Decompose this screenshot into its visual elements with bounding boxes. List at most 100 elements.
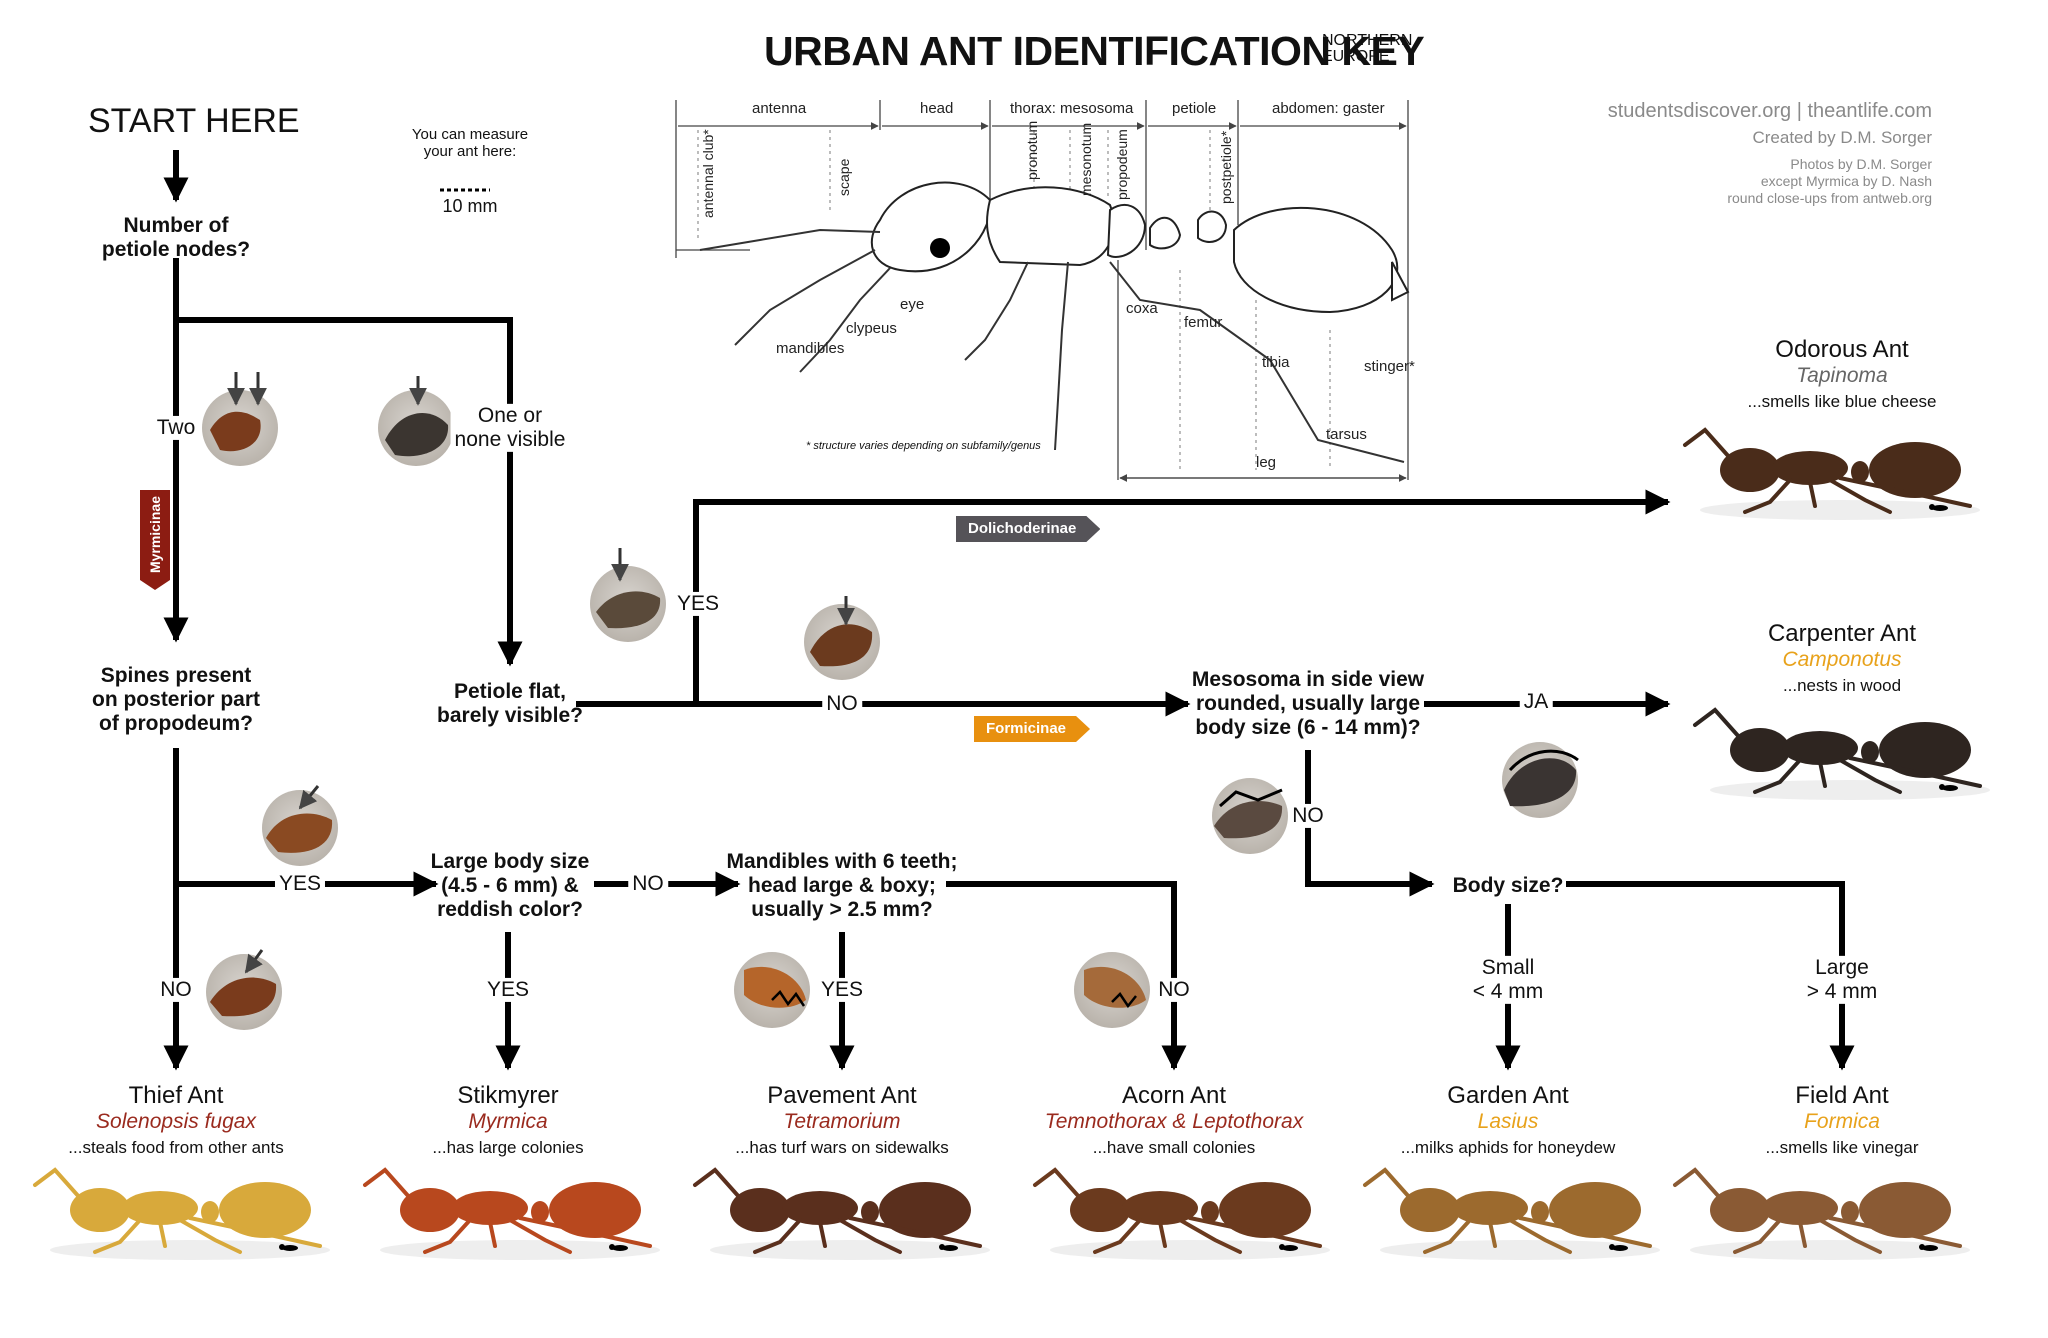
arrow-q5-no	[946, 881, 1187, 1071]
edge-label-no-mesosoma: NO	[1288, 803, 1328, 829]
edge-label-yes-spines: YES	[274, 871, 326, 897]
start-label: START HERE	[88, 102, 300, 140]
ant-common-name-stikmyrer: Stikmyrer	[457, 1082, 559, 1109]
page-title: URBAN ANT IDENTIFICATION KEY	[764, 28, 1425, 74]
edge-label-ja: JA	[1519, 689, 1553, 715]
anat-mesonotum: mesonotum	[1078, 122, 1094, 196]
anat-footnote: * structure varies depending on subfamil…	[806, 440, 1041, 452]
edge-label-no-mandibles: NO	[1154, 977, 1194, 1003]
edge-label-one-or-none: One or none visible	[450, 403, 570, 453]
edge-label-yes-petiole: YES	[672, 591, 724, 617]
anat-head: head	[920, 100, 954, 117]
ant-common-name-field-ant: Field Ant	[1795, 1082, 1889, 1109]
ant-description-field-ant: ...smells like vinegar	[1765, 1138, 1919, 1157]
question-large-reddish: Large body size (4.5 - 6 mm) & reddish c…	[430, 850, 590, 922]
ant-common-name-garden-ant: Garden Ant	[1447, 1082, 1569, 1109]
anat-thorax: thorax: mesosoma	[1010, 100, 1134, 117]
ant-description-acorn-ant: ...have small colonies	[1092, 1138, 1256, 1157]
anat-femur: femur	[1184, 314, 1223, 331]
subfamily-myrmicinae: Myrmicinae	[140, 490, 170, 590]
ant-photo-thief-ant	[33, 1167, 330, 1260]
closeup-angular-mesosoma	[1212, 778, 1288, 854]
ant-photo-stikmyrer	[363, 1167, 660, 1260]
anat-petiole: petiole	[1172, 100, 1217, 117]
subfamily-dolichoderinae: Dolichoderinae	[956, 516, 1100, 542]
arrow-q3-yes	[693, 489, 1671, 704]
edge-label-yes-reddish: YES	[482, 977, 534, 1003]
ant-photo-carpenter-ant	[1693, 707, 1990, 800]
anat-tarsus: tarsus	[1326, 426, 1367, 443]
ant-genus-stikmyrer: Myrmica	[468, 1110, 548, 1133]
question-petiole-flat: Petiole flat, barely visible?	[437, 680, 583, 728]
anat-pronotum: pronotum	[1024, 120, 1040, 180]
ant-genus-acorn-ant: Temnothorax & Leptothorax	[1044, 1110, 1304, 1133]
anat-coxa: coxa	[1126, 300, 1158, 317]
anat-antennal-club: antennal club*	[700, 129, 716, 218]
anat-scape: scape	[836, 158, 852, 196]
ant-genus-field-ant: Formica	[1804, 1110, 1880, 1133]
credit-closeups: round close-ups from antweb.org	[1727, 190, 1932, 206]
ant-common-name-thief-ant: Thief Ant	[128, 1082, 224, 1109]
anat-gaster: abdomen: gaster	[1272, 100, 1385, 117]
anat-propodeum: propodeum	[1114, 129, 1130, 200]
closeup-spines-present	[262, 785, 338, 866]
question-body-size: Body size?	[1452, 874, 1564, 897]
ant-common-name-acorn-ant: Acorn Ant	[1121, 1082, 1227, 1109]
region-line-1: NORTHERN	[1322, 32, 1413, 49]
anat-leg: leg	[1256, 454, 1277, 471]
edge-label-no-spines: NO	[156, 977, 196, 1003]
ant-description-thief-ant: ...steals food from other ants	[68, 1138, 284, 1157]
arrow-large	[1566, 881, 1855, 1071]
ant-photo-acorn-ant	[1033, 1167, 1330, 1260]
question-petiole-nodes: Number of petiole nodes?	[101, 214, 251, 262]
measure-text: You can measure your ant here:	[411, 126, 529, 161]
ant-common-name-pavement-ant: Pavement Ant	[767, 1082, 917, 1109]
anat-mandibles: mandibles	[776, 340, 845, 357]
ant-photos	[33, 427, 1990, 1260]
question-mesosoma: Mesosoma in side view rounded, usually l…	[1191, 668, 1425, 740]
closeup-flat-petiole	[590, 548, 666, 642]
arrow-q1-one-or-none	[176, 317, 523, 667]
closeup-6-teeth-mandible	[734, 952, 810, 1028]
subfamily-formicinae: Formicinae	[974, 716, 1090, 742]
edge-label-large: Large > 4 mm	[1802, 955, 1882, 1005]
question-mandibles: Mandibles with 6 teeth; head large & box…	[726, 850, 958, 922]
flow-lines	[163, 150, 1855, 1071]
credit-created: Created by D.M. Sorger	[1752, 128, 1932, 147]
question-spines: Spines present on posterior part of prop…	[91, 664, 261, 736]
closeup-one-node	[378, 376, 454, 466]
closeup-rounded-mesosoma	[1502, 742, 1579, 818]
edge-label-no-reddish: NO	[628, 871, 668, 897]
ant-common-name-odorous-ant: Odorous Ant	[1775, 336, 1909, 363]
closeup-two-nodes	[202, 372, 278, 466]
anatomy-diagram	[675, 100, 1410, 482]
ant-description-odorous-ant: ...smells like blue cheese	[1747, 392, 1937, 411]
arrow-q6-no	[1305, 750, 1435, 897]
anat-clypeus: clypeus	[846, 320, 897, 337]
credit-site: studentsdiscover.org | theantlife.com	[1607, 100, 1932, 122]
anat-postpetiole: postpetiole*	[1218, 130, 1234, 204]
ant-photo-odorous-ant	[1683, 427, 1980, 520]
ant-photo-pavement-ant	[693, 1167, 990, 1260]
closeup-no-spines	[206, 949, 282, 1030]
region-line-2: EUROPE	[1322, 48, 1390, 65]
edge-label-two: Two	[152, 415, 200, 441]
ant-description-garden-ant: ...milks aphids for honeydew	[1400, 1138, 1616, 1157]
anat-antenna: antenna	[752, 100, 807, 117]
closeup-small-mandible	[1074, 952, 1150, 1028]
measure-scale: 10 mm	[442, 196, 498, 216]
ant-description-carpenter-ant: ...nests in wood	[1782, 676, 1902, 695]
ant-common-name-carpenter-ant: Carpenter Ant	[1767, 620, 1917, 647]
ant-genus-pavement-ant: Tetramorium	[783, 1110, 901, 1133]
edge-label-yes-mandibles: YES	[816, 977, 868, 1003]
closeup-photos	[202, 372, 1579, 1030]
credit-except: except Myrmica by D. Nash	[1760, 173, 1932, 189]
edge-label-no-petiole: NO	[822, 691, 862, 717]
edge-label-small: Small < 4 mm	[1468, 955, 1548, 1005]
ant-genus-thief-ant: Solenopsis fugax	[96, 1110, 256, 1133]
anat-tibia: tibia	[1262, 354, 1290, 371]
closeup-raised-petiole	[804, 596, 880, 680]
anat-eye: eye	[900, 296, 925, 313]
ant-genus-odorous-ant: Tapinoma	[1796, 364, 1888, 387]
